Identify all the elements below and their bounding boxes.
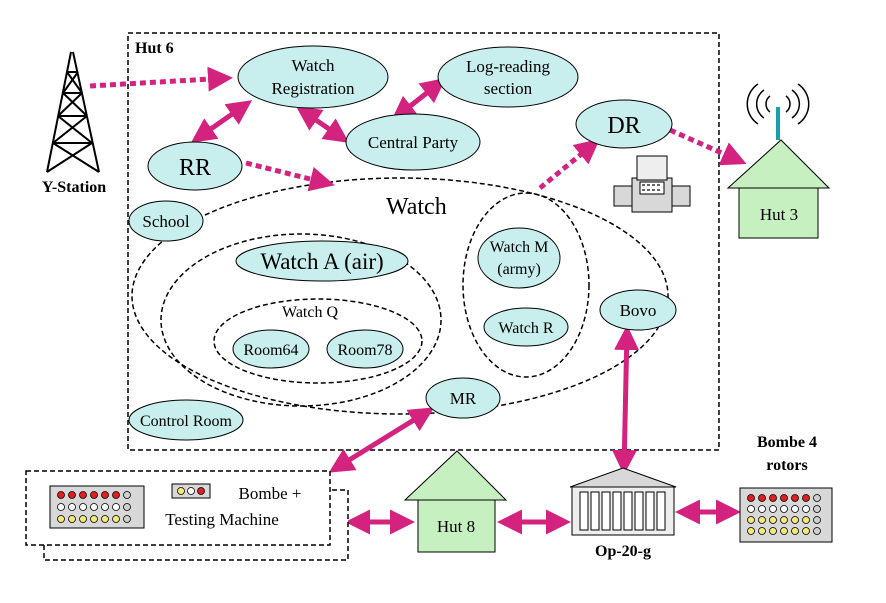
control-room-label: Control Room (140, 413, 233, 430)
bombe-testing-label-1: Bombe + (239, 484, 302, 503)
watch-q-group-boundary (213, 298, 423, 384)
dr-label: DR (607, 113, 640, 139)
central-party-node (345, 113, 481, 171)
watch-r-node (483, 307, 569, 347)
bombe4-label-1: Bombe 4 (757, 434, 817, 451)
hut6-label: Hut 6 (135, 40, 174, 57)
watch-m-label-1: Watch M (490, 239, 549, 256)
room78-label: Room78 (337, 342, 392, 359)
bombe4-label-2: rotors (766, 457, 807, 474)
watch-registration-label-2: Registration (271, 79, 355, 98)
arrow-watch-to-dr (538, 138, 600, 190)
y-station-label: Y-Station (42, 179, 106, 196)
watch-r-label: Watch R (498, 320, 553, 337)
watch-m-label-2: (army) (497, 261, 541, 278)
hut3-house (726, 139, 831, 239)
bovo-node (599, 289, 677, 331)
hut8-house (403, 450, 508, 553)
arrow-registration-rr (190, 100, 253, 143)
watch-m-group-boundary (462, 192, 590, 378)
room78-node (326, 329, 404, 369)
bombe4-machine-icon (739, 487, 833, 543)
arrow-mr-bombe (328, 407, 435, 473)
watch-registration-node (237, 45, 389, 109)
watch-a-node (235, 240, 409, 282)
watch-registration-label-1: Watch (292, 56, 335, 75)
bombe-machine-icon (49, 485, 145, 529)
mr-node (425, 377, 501, 419)
watch-group-label: Watch (386, 194, 447, 220)
dr-node (575, 99, 673, 149)
central-party-label: Central Party (368, 133, 459, 152)
arrow-central-logreading (391, 77, 446, 122)
room64-label: Room64 (243, 342, 298, 359)
rr-label: RR (179, 155, 211, 181)
watch-m-node (477, 227, 561, 289)
op20g-building-icon (569, 467, 677, 536)
log-reading-label-2: section (484, 79, 533, 98)
printer-icon (613, 155, 691, 213)
arrow-bovo-op20g (611, 325, 640, 475)
hut3-label: Hut 3 (760, 205, 798, 224)
watch-q-label: Watch Q (282, 304, 338, 321)
watch-a-label: Watch A (air) (260, 249, 383, 274)
arrow-rr-to-watch (245, 160, 335, 192)
op20g-label: Op-20-g (595, 543, 651, 560)
bombe-testing-label-2: Testing Machine (165, 510, 279, 529)
rr-node (147, 141, 243, 191)
mr-label: MR (450, 389, 477, 408)
log-reading-label-1: Log-reading (466, 57, 551, 76)
watch-a-group-boundary (160, 233, 442, 407)
arrow-ystation-to-registration (89, 66, 233, 92)
arrow-registration-central (295, 106, 350, 143)
testing-machine-icon (171, 483, 211, 499)
antenna-icon (746, 83, 810, 140)
school-node (128, 200, 204, 242)
school-label: School (142, 212, 190, 231)
radio-tower-icon (46, 51, 100, 173)
control-room-node (128, 399, 244, 441)
hut8-label: Hut 8 (437, 517, 475, 536)
arrow-dr-to-hut3 (668, 127, 747, 166)
room64-node (232, 329, 310, 369)
log-reading-node (437, 46, 579, 108)
bovo-label: Bovo (620, 301, 657, 320)
